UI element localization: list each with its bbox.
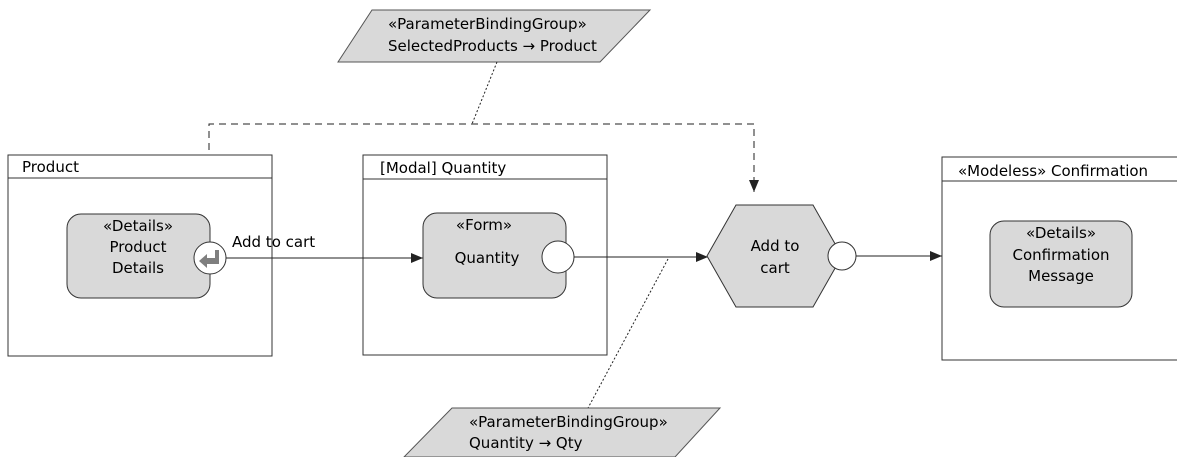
product-details-component[interactable]: «Details» Product Details — [66, 213, 211, 299]
binding-top-anchor — [471, 61, 498, 125]
product-details-line2: Details — [112, 259, 164, 277]
binding-bottom-anchor — [587, 258, 669, 409]
confirmation-stereotype: «Details» — [1026, 224, 1096, 242]
parameter-binding-group-bottom[interactable]: «ParameterBindingGroup» Quantity → Qty — [403, 407, 722, 457]
container-confirmation-title: «Modeless» Confirmation — [958, 162, 1148, 180]
quantity-submit-event[interactable] — [541, 240, 575, 274]
return-arrow-icon — [199, 250, 219, 268]
container-quantity-title: [Modal] Quantity — [380, 159, 506, 177]
container-product-title: Product — [22, 158, 79, 176]
binding-top-stereotype: «ParameterBindingGroup» — [388, 15, 587, 33]
action-line1: Add to — [751, 237, 800, 255]
binding-bottom-stereotype: «ParameterBindingGroup» — [469, 413, 668, 431]
action-line2: cart — [760, 259, 790, 277]
flow-label-add-to-cart: Add to cart — [232, 233, 315, 251]
binding-top-mapping: SelectedProducts → Product — [388, 37, 597, 55]
quantity-form-label: Quantity — [455, 249, 520, 267]
add-to-cart-action[interactable]: Add to cart — [706, 204, 843, 308]
confirmation-details-component[interactable]: «Details» Confirmation Message — [989, 220, 1133, 308]
quantity-form-component[interactable]: «Form» Quantity — [422, 212, 567, 299]
product-details-stereotype: «Details» — [103, 217, 173, 235]
confirmation-line2: Message — [1028, 267, 1094, 285]
action-completion-event[interactable] — [827, 241, 857, 271]
quantity-form-stereotype: «Form» — [456, 216, 512, 234]
binding-bottom-mapping: Quantity → Qty — [469, 434, 583, 452]
parameter-binding-group-top[interactable]: «ParameterBindingGroup» SelectedProducts… — [337, 9, 652, 63]
product-details-line1: Product — [110, 238, 167, 256]
confirmation-line1: Confirmation — [1012, 246, 1109, 264]
add-to-cart-event[interactable] — [193, 241, 227, 275]
